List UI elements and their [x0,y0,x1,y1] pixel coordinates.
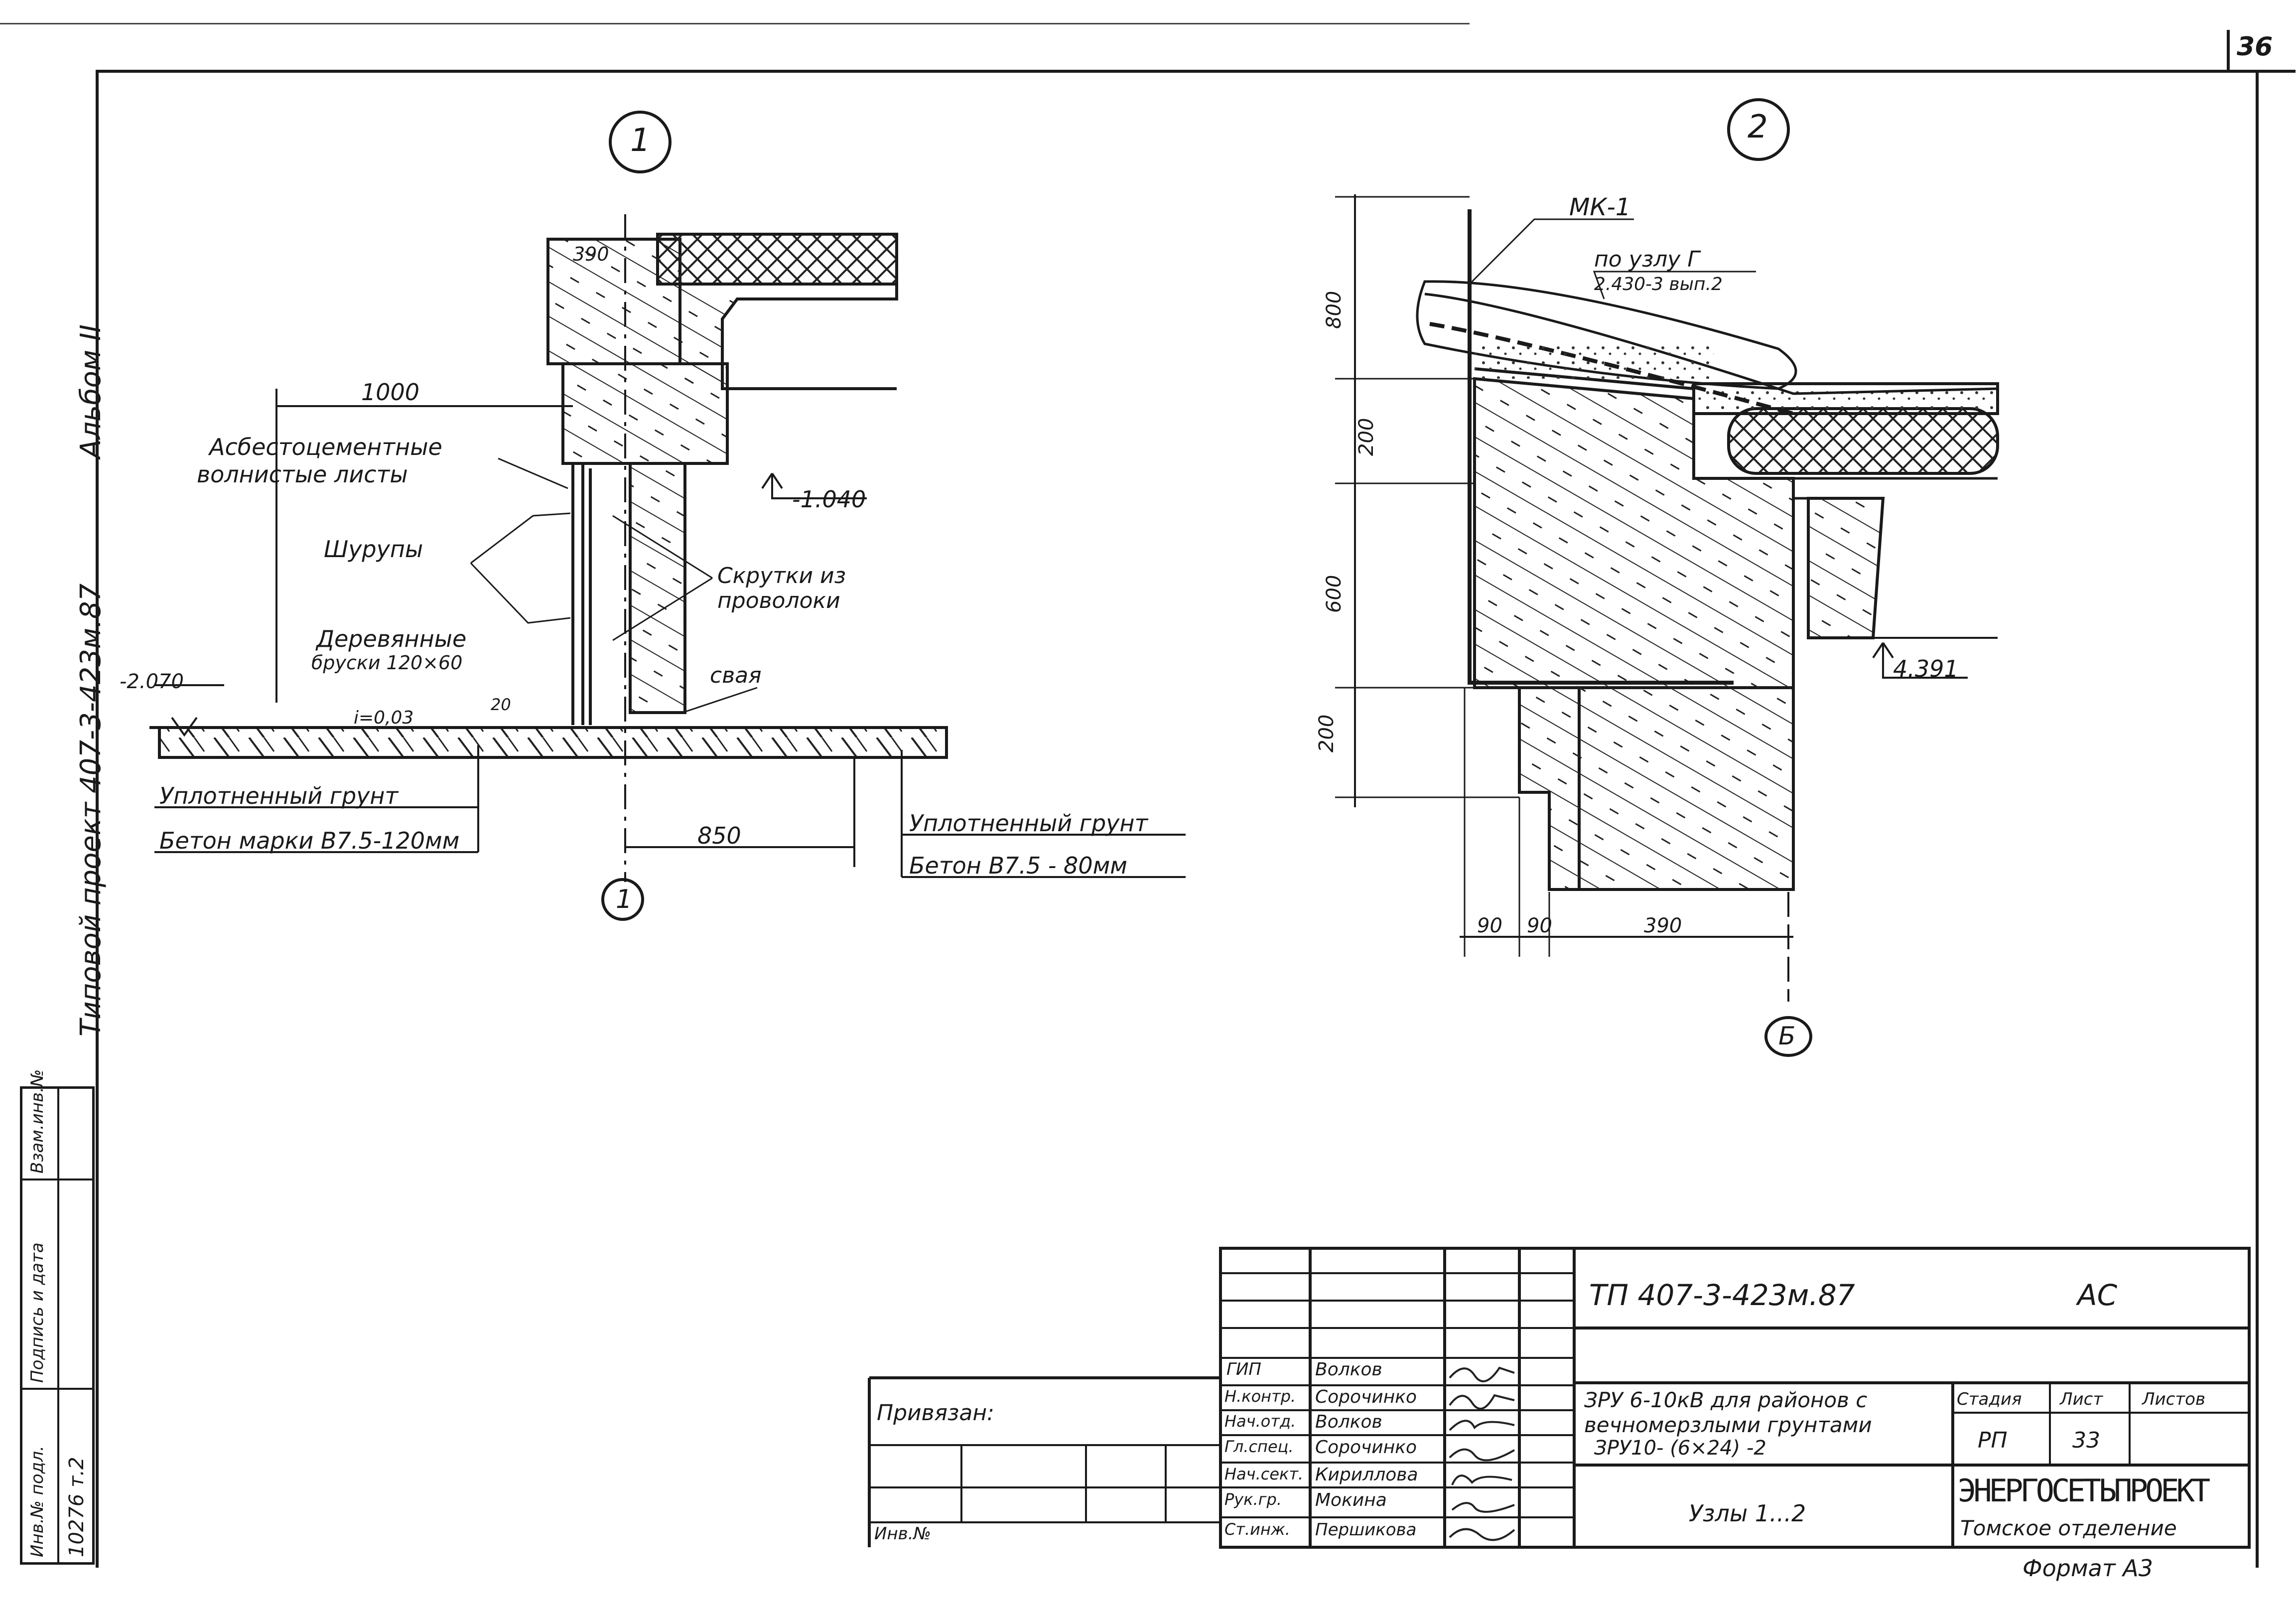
tb-sheet: 33 [2072,1428,2100,1453]
signature-0 [1449,1366,1515,1382]
node1-label-wire-2: проволоки [717,588,840,613]
tb-dept: Томское отделение [1960,1516,2177,1540]
node2-axis-marker-circle [1764,1016,1812,1057]
node2-level: 4.391 [1893,655,1959,682]
tb-role-2: Нач.отд. [1224,1412,1296,1431]
tb-name-0: Волков [1315,1359,1382,1380]
node2-ref-2: 2.430-3 вып.2 [1594,274,1723,295]
node2-dim-90a: 90 [1477,914,1502,937]
tb-title-3: ЗРУ10- (6×24) -2 [1594,1437,1766,1460]
tb-mark: АС [2077,1278,2118,1312]
node2-dim-600: 600 [1323,575,1346,613]
signature-3 [1449,1448,1515,1462]
tb-sheet-label: Лист [2060,1389,2103,1409]
sheet-number-box [2227,30,2296,73]
tb-role-6: Ст.инж. [1224,1520,1290,1539]
node2-fill-layer [1692,382,1999,415]
node1-dim-850: 850 [697,822,741,849]
node1-label-pile: свая [710,663,762,688]
node1-dim-390: 390 [573,243,609,265]
tb-stage-label: Стадия [1957,1389,2022,1409]
signature-6 [1449,1528,1515,1541]
node1-label-asb-2: волнистые листы [197,461,408,488]
node1-label-wood-1: Деревянные [316,625,467,652]
side-stamp-row1 [22,1179,92,1180]
node1-axis-marker: 1 [616,884,633,914]
tb-code: ТП 407-3-423м.87 [1589,1278,1855,1312]
node2-dim-390: 390 [1644,914,1682,937]
node1-axis-marker-circle [601,878,644,921]
top-rule [0,23,1470,24]
tb-name-5: Мокина [1315,1490,1387,1510]
node1-label-screws: Шурупы [324,536,423,563]
node1-slab-insulation [656,233,898,286]
side-stamp-divider [57,1089,59,1562]
node1-dim-20: 20 [491,695,511,714]
node1-right-layer-2: Бетон В7.5 - 80мм [909,852,1127,879]
tb-role-5: Рук.гр. [1224,1490,1282,1509]
tb-org: ЭНЕРГОСЕТЬПРОЕКТ [1958,1473,2210,1509]
tb-role-1: Н.контр. [1224,1387,1296,1406]
sheet-frame [96,70,2259,1568]
node2-dim-200b: 200 [1315,714,1338,752]
node1 [149,111,1186,921]
tb-inv-no: Инв.№ [874,1524,931,1544]
node1-pile-cap [561,362,729,465]
tb-name-2: Волков [1315,1412,1382,1432]
node2-mk: МК-1 [1569,193,1631,221]
tb-role-0: ГИП [1226,1359,1261,1379]
tb-title-2: вечномерзлыми грунтами [1584,1413,1872,1437]
sheet-number: 36 [2237,32,2273,62]
tb-name-1: Сорочинко [1315,1387,1417,1407]
node1-left-layer-2: Бетон марки В7.5-120мм [159,827,460,854]
signature-5 [1451,1502,1515,1513]
node1-ground [158,726,948,759]
node2-sand [1475,344,1714,379]
node2-axis-marker: Б [1778,1022,1796,1050]
tb-signatures [1449,1366,1515,1541]
node1-right-layer-1: Уплотненный грунт [909,810,1148,837]
node2-dim-90b: 90 [1527,914,1552,937]
node1-level-b: -2.070 [120,670,184,693]
signature-4 [1451,1474,1512,1485]
tb-name-3: Сорочинко [1315,1437,1417,1458]
tb-role-4: Нач.сект. [1224,1465,1304,1483]
tb-stage: РП [1978,1428,2008,1453]
tb-name-6: Першикова [1315,1520,1417,1540]
node1-left-layer-1: Уплотненный грунт [159,782,399,809]
node1-pile [629,462,686,714]
tb-sheet-title: Узлы 1...2 [1689,1500,1806,1527]
node1-level-a: -1.040 [792,486,866,513]
node2-marker: 2 [1748,109,1768,146]
node2-ref-1: по узлу Г [1594,247,1700,272]
node2 [1335,98,1999,1057]
tb-sheets-label: Листов [2142,1389,2206,1409]
tb-role-3: Гл.спец. [1224,1437,1294,1456]
node1-label-wood-2: бруски 120×60 [311,652,463,674]
signature-2 [1449,1420,1515,1431]
node1-dim-1000: 1000 [361,379,420,406]
node1-marker-circle [609,111,672,173]
node2-insulation [1727,407,1999,475]
format-label: Формат А3 [2023,1555,2153,1582]
node2-dim-200a: 200 [1355,418,1378,456]
signature-1 [1449,1394,1515,1410]
node1-label-asb-1: Асбестоцементные [209,434,442,460]
node2-dim-800: 800 [1323,291,1346,329]
side-stamp: Инв.№ подл. Подпись и дата Взам.инв.№ 10… [20,1069,95,1565]
node1-slope: i=0,03 [354,708,414,728]
title-block-lines [868,1247,2251,1549]
tb-name-4: Кириллова [1315,1465,1418,1485]
node1-label-wire-1: Скрутки из [717,563,846,589]
node2-mk-steel [1468,209,1734,685]
tb-title-1: ЗРУ 6-10кВ для районов с [1584,1388,1868,1412]
tb-privyazan: Привязан: [877,1400,994,1426]
node2-parapet [1416,280,1797,390]
side-stamp-row2 [22,1388,92,1390]
node2-roof-layers [1424,293,1998,395]
node2-marker-circle [1727,98,1790,161]
node1-marker: 1 [630,122,651,159]
